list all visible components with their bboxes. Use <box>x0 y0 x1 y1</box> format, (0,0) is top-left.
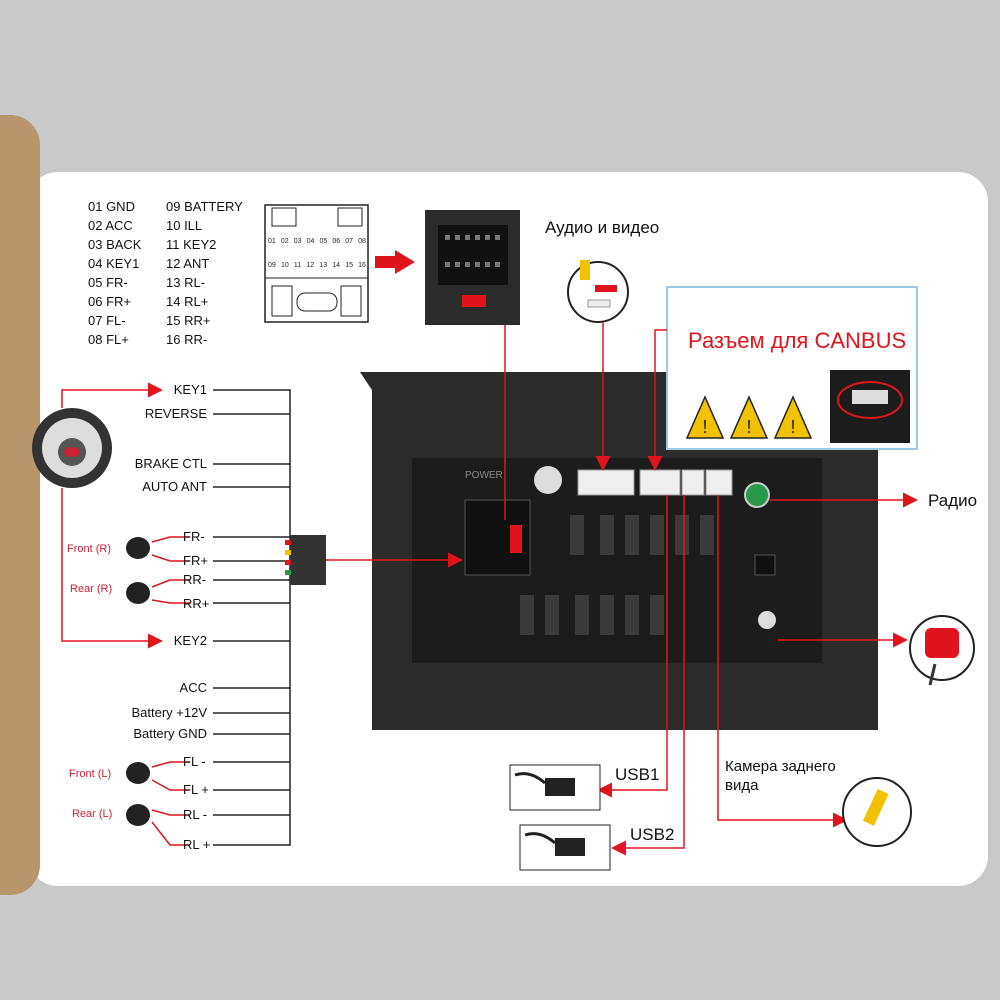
speaker-label-rear-l: Rear (L) <box>72 808 113 820</box>
wire-label-key1: KEY1 <box>173 382 207 397</box>
steering-wheel <box>32 408 112 488</box>
audio-video-label: Аудио и видео <box>545 218 660 237</box>
pin-label: 09 BATTERY <box>166 199 243 214</box>
wire-label-fr-minus: FR- <box>183 529 205 544</box>
svg-text:!: ! <box>746 417 751 437</box>
canbus-photo <box>830 370 910 443</box>
connector-arrow <box>375 250 415 274</box>
pin-number: 10 <box>280 262 289 269</box>
usb-cable-icons <box>509 764 611 871</box>
pin-label: 04 KEY1 <box>88 256 140 271</box>
speaker-icons <box>126 537 150 826</box>
wire-label-battery-gnd: Battery GND <box>133 726 207 741</box>
wire-label-acc: ACC <box>179 680 207 695</box>
pin-label: 02 ACC <box>88 218 133 233</box>
wire-label-fl-plus: FL + <box>183 782 209 797</box>
pin-number: 04 <box>306 238 315 245</box>
camera-label-line2: вида <box>725 777 759 794</box>
iso-connector-diagram <box>264 204 369 323</box>
usb1-label: USB1 <box>615 765 660 784</box>
svg-text:!: ! <box>702 417 707 437</box>
connector-numbers-top: 01 02 03 04 05 06 07 08 <box>268 238 366 245</box>
pin-label: 10 ILL <box>166 218 203 233</box>
wire-label-battery-12v: Battery +12V <box>131 705 207 720</box>
pin-label: 08 FL+ <box>88 332 129 347</box>
pin-label: 05 FR- <box>88 275 128 290</box>
pin-number: 01 <box>268 238 276 245</box>
wire-label-rl-minus: RL - <box>183 807 208 822</box>
pin-number: 09 <box>268 262 276 269</box>
pin-label: 01 GND <box>88 199 135 214</box>
pin-label: 14 RL+ <box>166 294 209 309</box>
pin-number: 13 <box>319 262 328 269</box>
wire-label-fr-plus: FR+ <box>183 553 208 568</box>
power-label: POWER <box>465 470 503 481</box>
pin-label: 12 ANT <box>166 256 210 271</box>
pin-label: 03 BACK <box>88 237 142 252</box>
connector-numbers-bottom: 09 10 11 12 13 14 15 16 <box>268 262 366 269</box>
wire-label-rr-plus: RR+ <box>183 596 210 611</box>
warning-icons: ! ! ! <box>685 395 813 439</box>
connector-photo <box>425 210 520 325</box>
pin-number: 16 <box>358 262 366 269</box>
head-unit <box>360 372 878 730</box>
rca-plug-icon <box>567 260 629 323</box>
pin-number: 15 <box>345 262 353 269</box>
pin-label: 13 RL- <box>166 275 206 290</box>
speaker-label-rear-r: Rear (R) <box>70 583 113 595</box>
wire-label-fl-minus: FL - <box>183 754 206 769</box>
left-shadow-shape <box>0 115 40 895</box>
harness-lines <box>213 389 291 846</box>
wire-label-brake: BRAKE CTL <box>134 456 207 471</box>
pin-label: 07 FL- <box>88 313 126 328</box>
pin-number: 07 <box>345 238 354 245</box>
pin-number: 02 <box>280 238 289 245</box>
camera-label: Камера заднего вида <box>725 757 836 795</box>
canbus-label: Разъем для CANBUS <box>688 328 907 353</box>
pinout-list-right: 09 BATTERY 10 ILL 11 KEY2 12 ANT 13 RL- … <box>166 197 243 349</box>
pin-number: 05 <box>319 238 328 245</box>
remote-button-icon <box>909 615 975 686</box>
radio-label: Радио <box>928 491 978 510</box>
pinout-list-left: 01 GND 02 ACC 03 BACK 04 KEY1 05 FR- 06 … <box>88 197 141 349</box>
camera-plug-icon <box>842 777 912 847</box>
wire-label-rr-minus: RR- <box>183 572 207 587</box>
pin-number: 11 <box>293 262 302 269</box>
pin-number: 03 <box>293 238 302 245</box>
wire-label-reverse: REVERSE <box>144 406 207 421</box>
camera-label-line1: Камера заднего <box>725 758 836 775</box>
wire-label-key2: KEY2 <box>173 633 207 648</box>
pin-number: 06 <box>332 238 341 245</box>
pin-label: 11 KEY2 <box>166 237 217 252</box>
harness-plug <box>290 535 326 585</box>
svg-text:!: ! <box>790 417 795 437</box>
speaker-label-front-r: Front (R) <box>67 543 111 555</box>
pin-number: 08 <box>358 238 366 245</box>
pin-number: 12 <box>306 262 315 269</box>
wire-label-rl-plus: RL + <box>183 837 211 852</box>
pin-label: 15 RR+ <box>166 313 211 328</box>
speaker-label-front-l: Front (L) <box>69 768 112 780</box>
usb2-label: USB2 <box>630 825 675 844</box>
pin-number: 14 <box>332 262 341 269</box>
pin-label: 06 FR+ <box>88 294 131 309</box>
wire-label-auto-ant: AUTO ANT <box>142 479 207 494</box>
pin-label: 16 RR- <box>166 332 208 347</box>
